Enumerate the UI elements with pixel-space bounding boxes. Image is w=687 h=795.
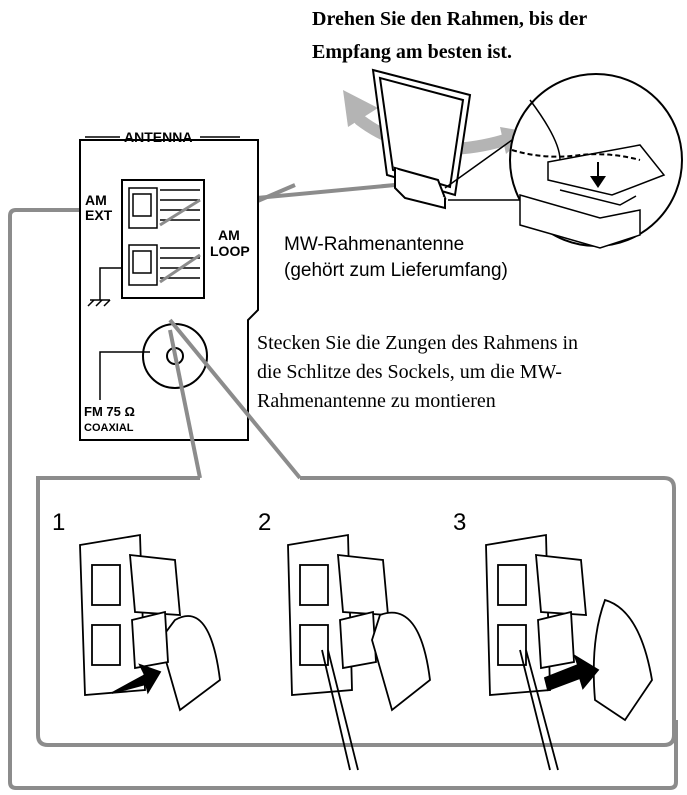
rotate-instruction-line-1: Drehen Sie den Rahmen, bis der	[312, 8, 587, 30]
fm-coaxial-label: COAXIAL	[84, 422, 134, 434]
am-loop-label-1: AM	[218, 227, 240, 243]
magnified-base-detail	[509, 73, 683, 249]
mount-note-line-3: Rahmenantenne zu montieren	[257, 390, 496, 412]
step-2-illustration	[287, 533, 431, 771]
mount-note-line-2: die Schlitze des Sockels, um die MW-	[257, 361, 562, 383]
step-3-number: 3	[453, 509, 466, 536]
step-2-number: 2	[258, 509, 271, 536]
step-3-illustration	[485, 533, 653, 771]
step-1-illustration	[79, 533, 221, 712]
fm-75-ohm-label: FM 75 Ω	[84, 404, 135, 419]
loop-antenna-illustration	[371, 68, 472, 210]
steps-box	[36, 318, 676, 747]
ground-icon	[87, 267, 122, 307]
step-1-number: 1	[52, 509, 65, 536]
loop-antenna-caption-line-2: (gehört zum Lieferumfang)	[284, 260, 508, 281]
antenna-terminal-panel: ANTENNA AM EXT AM LOOP FM 75 Ω	[79, 129, 259, 441]
antenna-header-label: ANTENNA	[124, 129, 192, 145]
mount-note-line-1: Stecken Sie die Zungen des Rahmens in	[257, 332, 578, 354]
am-ext-label-1: AM	[85, 192, 107, 208]
loop-antenna-caption-line-1: MW-Rahmenantenne	[284, 234, 464, 255]
rotate-instruction-line-2: Empfang am besten ist.	[312, 41, 512, 63]
am-loop-label-2: LOOP	[210, 243, 250, 259]
am-ext-label-2: EXT	[85, 207, 113, 223]
